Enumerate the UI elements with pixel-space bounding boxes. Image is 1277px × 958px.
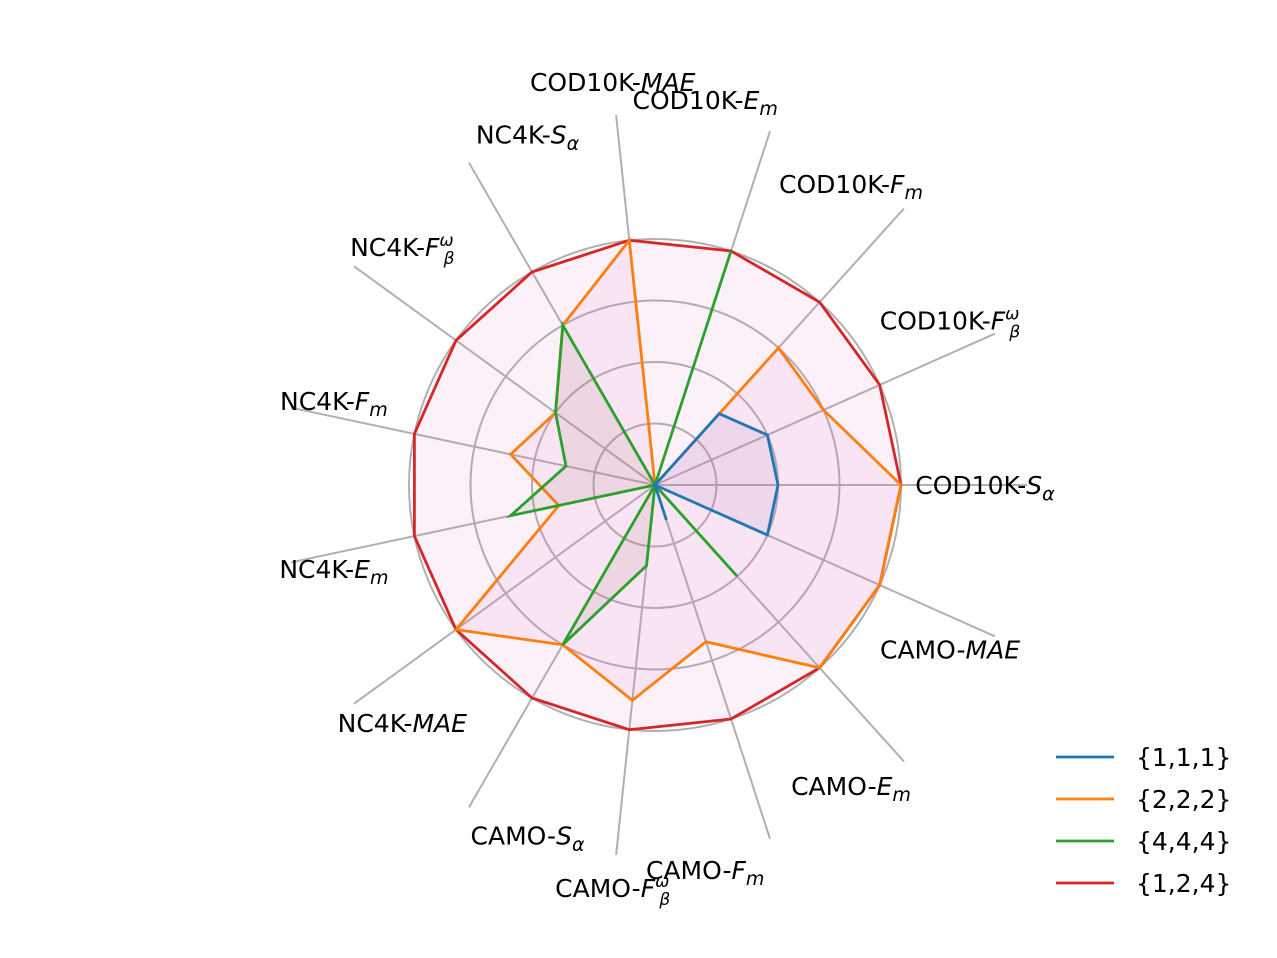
axis-label-3: COD10K-Fm xyxy=(779,170,923,204)
axis-label-prefix: COD10K- xyxy=(915,471,1026,500)
axis-label-prefix: COD10K- xyxy=(779,170,890,199)
axis-label-14: CAMO-Em xyxy=(791,772,911,806)
axis-label-symbol: MAE xyxy=(966,636,1021,665)
axis-label-symbol: E xyxy=(877,772,893,801)
series-line-1-1-1 xyxy=(652,412,780,537)
axis-label-subscript: β xyxy=(1008,322,1020,342)
axis-label-prefix: COD10K- xyxy=(880,306,991,335)
axis-label-subscript: β xyxy=(658,890,670,910)
axis-label-8: NC4K-Fm xyxy=(280,387,388,421)
axis-label-13: CAMO-Fm xyxy=(646,856,764,890)
axis-label-symbol: F xyxy=(890,170,905,199)
legend-label-4: {1,2,4} xyxy=(1136,869,1231,898)
axis-spoke-8 xyxy=(290,406,656,486)
axis-label-symbol: E xyxy=(354,555,370,584)
axis-spoke-7 xyxy=(353,265,656,486)
axis-label-symbol: F xyxy=(732,856,747,885)
series-line-1-2-4 xyxy=(412,238,903,732)
axis-label-subscript: β xyxy=(443,249,455,269)
axis-label-11: CAMO-Sα xyxy=(471,822,585,856)
axis-label-prefix: NC4K- xyxy=(350,233,425,262)
legend-label-1: {1,1,1} xyxy=(1136,743,1231,772)
axis-label-prefix: NC4K- xyxy=(338,709,413,738)
legend: {1,1,1} {2,2,2} {4,4,4} {1,2,4} xyxy=(1056,743,1231,898)
axis-label-prefix: NC4K- xyxy=(280,387,355,416)
axis-label-10: NC4K-MAE xyxy=(338,709,468,738)
series-area-2-2-2 xyxy=(456,240,901,701)
axis-label-symbol: S xyxy=(556,822,572,851)
legend-label-2: {2,2,2} xyxy=(1136,785,1231,814)
axis-label-symbol: F xyxy=(355,387,370,416)
axis-label-symbol: F xyxy=(991,306,1006,335)
axis-label-prefix: NC4K- xyxy=(279,555,354,584)
legend-label-3: {4,4,4} xyxy=(1136,827,1231,856)
axis-label-15: CAMO-MAE xyxy=(880,636,1020,665)
axis-label-symbol: F xyxy=(425,233,440,262)
axis-spoke-2 xyxy=(654,332,996,486)
axis-label-subscript: m xyxy=(746,868,765,890)
axis-label-prefix: CAMO- xyxy=(791,772,877,801)
axis-label-subscript: m xyxy=(759,98,778,120)
axis-label-5: COD10K-MAE xyxy=(530,68,696,97)
axis-label-symbol: S xyxy=(551,120,567,149)
series-area-4-4-4 xyxy=(510,251,738,645)
axis-label-symbol: S xyxy=(1026,471,1042,500)
axis-label-symbol: F xyxy=(641,874,656,903)
axis-label-4: COD10K-Em xyxy=(633,86,778,120)
axis-label-subscript: α xyxy=(1042,483,1055,505)
axis-label-subscript: m xyxy=(369,399,388,421)
axis-label-subscript: m xyxy=(892,784,911,806)
axis-label-subscript: m xyxy=(370,567,389,589)
axis-spoke-10 xyxy=(353,484,656,705)
axis-label-subscript: m xyxy=(904,182,923,204)
series-layer xyxy=(412,236,903,732)
axis-label-prefix: CAMO- xyxy=(880,636,966,665)
series-area-1-1-1 xyxy=(655,413,778,535)
axis-label-9: NC4K-Em xyxy=(279,555,388,589)
axis-label-prefix: CAMO- xyxy=(471,822,557,851)
axis-spoke-13 xyxy=(654,484,771,840)
axis-label-subscript: α xyxy=(567,132,580,154)
axis-label-superscript: ω xyxy=(439,231,453,251)
axis-label-superscript: ω xyxy=(655,872,669,892)
axis-label-symbol: E xyxy=(744,86,760,115)
axis-label-prefix: NC4K- xyxy=(476,120,551,149)
axis-label-symbol: MAE xyxy=(641,68,696,97)
axis-label-superscript: ω xyxy=(1005,304,1019,324)
axis-label-symbol: MAE xyxy=(412,709,467,738)
axis-label-prefix: CAMO- xyxy=(555,874,641,903)
axis-label-prefix: COD10K- xyxy=(530,68,641,97)
axis-label-6: NC4K-Sα xyxy=(476,120,580,154)
axis-label-subscript: α xyxy=(572,834,585,856)
axis-label-prefix: CAMO- xyxy=(646,856,732,885)
axis-label-prefix: COD10K- xyxy=(633,86,744,115)
axis-label-1: COD10K-Sα xyxy=(915,471,1055,505)
